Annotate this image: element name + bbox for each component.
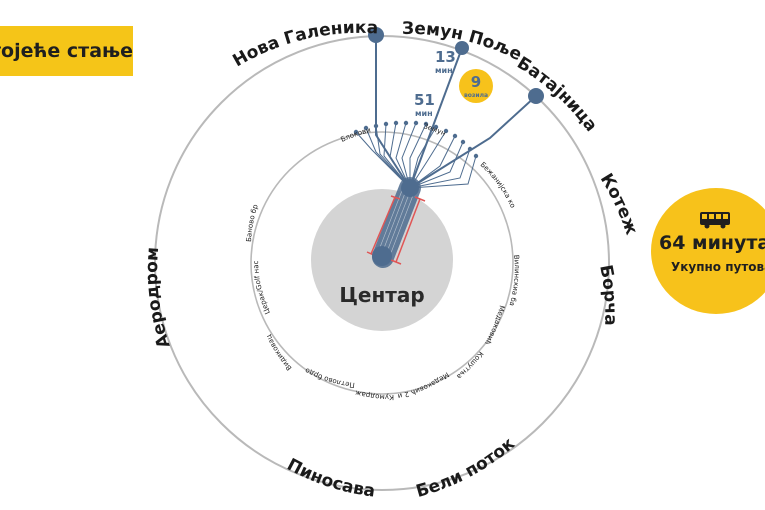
terminal-node-galenika: [368, 27, 384, 43]
svg-text:Земун: Земун: [422, 122, 446, 138]
branch-stop-dots: [353, 120, 479, 159]
stop-label-kumodraz: Кумодраж: [354, 388, 394, 401]
trunk-bracket: [366, 195, 426, 265]
terminal-label-galenika: Нова Галеника: [230, 18, 379, 71]
vehicle-badge: 9 возила: [459, 69, 493, 103]
total-time-badge: 64 минута Укупно путовања: [651, 188, 765, 314]
stop-label-blokovi: Блокови: [340, 126, 372, 144]
terminal-node-zemun-polje: [455, 41, 469, 55]
ring-label-aerodrom: Аеродром: [142, 246, 175, 350]
total-time-caption: Укупно путовања: [671, 260, 765, 274]
svg-text:Борча: Борча: [595, 263, 620, 326]
svg-text:Земун Поље: Земун Поље: [402, 19, 525, 65]
terminal-routes: [375, 35, 537, 189]
vehicle-badge-value: 9: [471, 73, 481, 91]
center-label: Центар: [339, 283, 424, 307]
svg-text:Нова Галеника: Нова Галеника: [230, 18, 379, 71]
svg-text:Петлово брдо: Петлово брдо: [304, 366, 355, 389]
time-51-unit: мин: [415, 109, 433, 118]
hub-node: [401, 179, 419, 197]
ring-label-kotez: Котеж: [596, 170, 642, 237]
bus-icon: [700, 212, 730, 229]
terminal-node-batajnica: [528, 88, 544, 104]
svg-text:Церак/Golf насеље: Церак/Golf насеље: [0, 0, 272, 315]
svg-text:Котеж: Котеж: [596, 170, 642, 237]
svg-text:Пиносава: Пиносава: [284, 455, 377, 502]
svg-text:Блокови: Блокови: [340, 126, 372, 144]
time-51-value: 51: [414, 91, 435, 109]
ring-label-pinosava: Пиносава: [284, 455, 377, 502]
total-time-value: 64 минута: [659, 232, 765, 254]
center-node: [372, 246, 392, 266]
stop-label-medakovic: Медаковић: [483, 305, 506, 347]
ring-label-borca: Борча: [595, 263, 620, 326]
stop-label-vidikovac: Видиковац: [265, 333, 294, 372]
svg-text:Баново брдо: Баново брдо: [0, 0, 260, 242]
svg-text:Медаковић: Медаковић: [483, 305, 506, 347]
terminal-label-zemun-polje: Земун Поље: [402, 19, 525, 65]
svg-text:Батајница: Батајница: [513, 53, 601, 135]
inner-ring: [250, 131, 514, 395]
time-13-unit: мин: [435, 66, 453, 75]
svg-text:Видиковац: Видиковац: [265, 333, 294, 372]
vehicle-badge-unit: возила: [464, 92, 488, 99]
time-13-value: 13: [435, 48, 456, 66]
svg-text:Бели поток: Бели поток: [414, 434, 519, 502]
stop-label-cerak: Церак/Golf насеље: [0, 0, 272, 315]
ring-label-beli-potok: Бели поток: [414, 434, 519, 502]
status-tag: тојеће стање: [0, 26, 133, 76]
svg-text:Кумодраж: Кумодраж: [354, 388, 394, 401]
terminal-label-batajnica: Батајница: [513, 53, 601, 135]
svg-text:Аеродром: Аеродром: [142, 246, 175, 350]
stop-label-zemun: Земун: [422, 122, 446, 138]
stop-label-petlovo-brdo: Петлово брдо: [304, 366, 355, 389]
stop-label-banovo-brdo: Баново брдо: [0, 0, 260, 242]
status-label: тојеће стање: [0, 40, 133, 62]
